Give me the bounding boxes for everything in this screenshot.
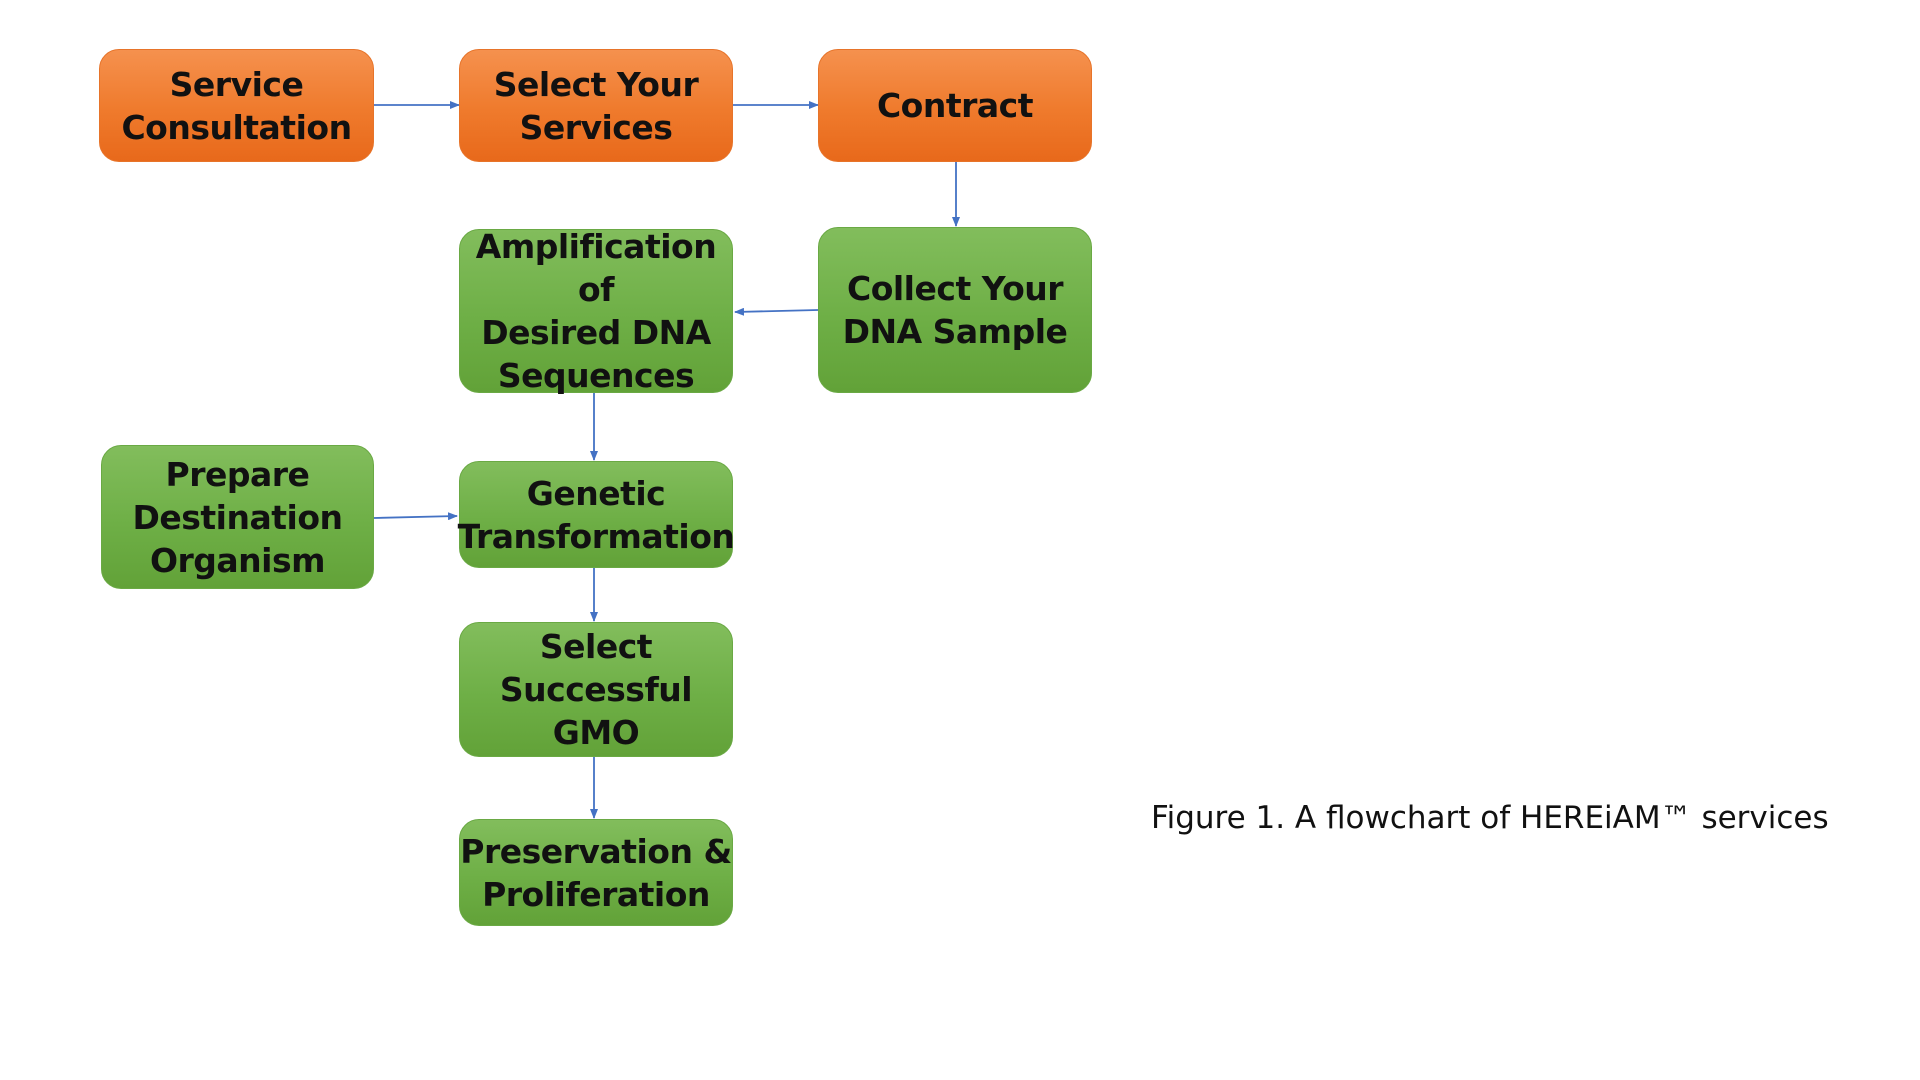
node-genetic-transformation: Genetic Transformation <box>458 461 735 568</box>
node-collect-dna-sample: Collect Your DNA Sample <box>818 227 1092 393</box>
node-select-your-services: Select Your Services <box>459 49 733 162</box>
node-amplification: Amplification of Desired DNA Sequences <box>459 227 733 395</box>
node-prepare-destination-organism: Prepare Destination Organism <box>101 445 374 589</box>
figure-caption: Figure 1. A flowchart of HEREiAM™ servic… <box>1151 800 1829 836</box>
node-service-consultation: Service Consultation <box>99 49 374 162</box>
arrow-collect-to-amplification <box>734 307 819 316</box>
node-contract: Contract <box>818 49 1092 162</box>
node-select-successful-gmo: Select Successful GMO <box>459 622 733 757</box>
node-preservation-proliferation: Preservation & Proliferation <box>459 819 733 926</box>
arrow-prepare-to-transformation <box>373 512 458 521</box>
